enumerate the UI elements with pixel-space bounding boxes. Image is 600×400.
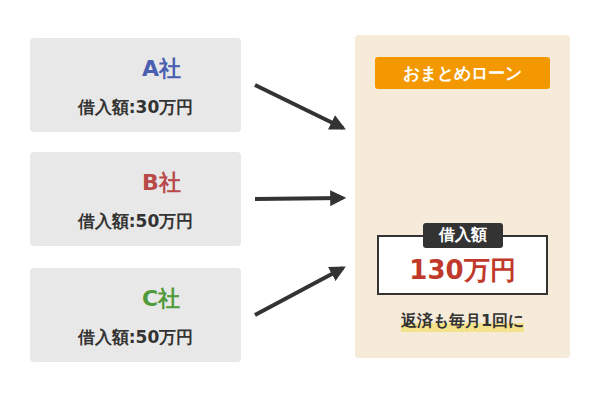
loan-amount: 借入額:30万円 bbox=[30, 96, 241, 119]
badge-label: おまとめローン bbox=[403, 62, 522, 85]
total-amount: 130万円 bbox=[409, 253, 515, 288]
amount-box: 借入額130万円 bbox=[377, 235, 548, 295]
lender-box: B社借入額:50万円 bbox=[30, 152, 241, 246]
merge-arrow bbox=[255, 198, 343, 199]
merge-arrow bbox=[255, 85, 343, 128]
company-name: A社 bbox=[142, 54, 181, 84]
merge-arrow bbox=[255, 268, 343, 315]
loan-panel: 返済も毎月1回におまとめローン借入額130万円 bbox=[355, 35, 570, 358]
loan-amount: 借入額:50万円 bbox=[30, 326, 241, 349]
lender-box: C社借入額:50万円 bbox=[30, 268, 241, 362]
loan-badge: おまとめローン bbox=[375, 57, 550, 89]
company-name: B社 bbox=[142, 168, 181, 198]
loan-amount: 借入額:50万円 bbox=[30, 210, 241, 233]
lender-box: A社借入額:30万円 bbox=[30, 38, 241, 132]
company-name: C社 bbox=[142, 284, 180, 314]
amount-tab: 借入額 bbox=[423, 223, 503, 248]
note-text: 返済も毎月1回に bbox=[401, 311, 524, 332]
